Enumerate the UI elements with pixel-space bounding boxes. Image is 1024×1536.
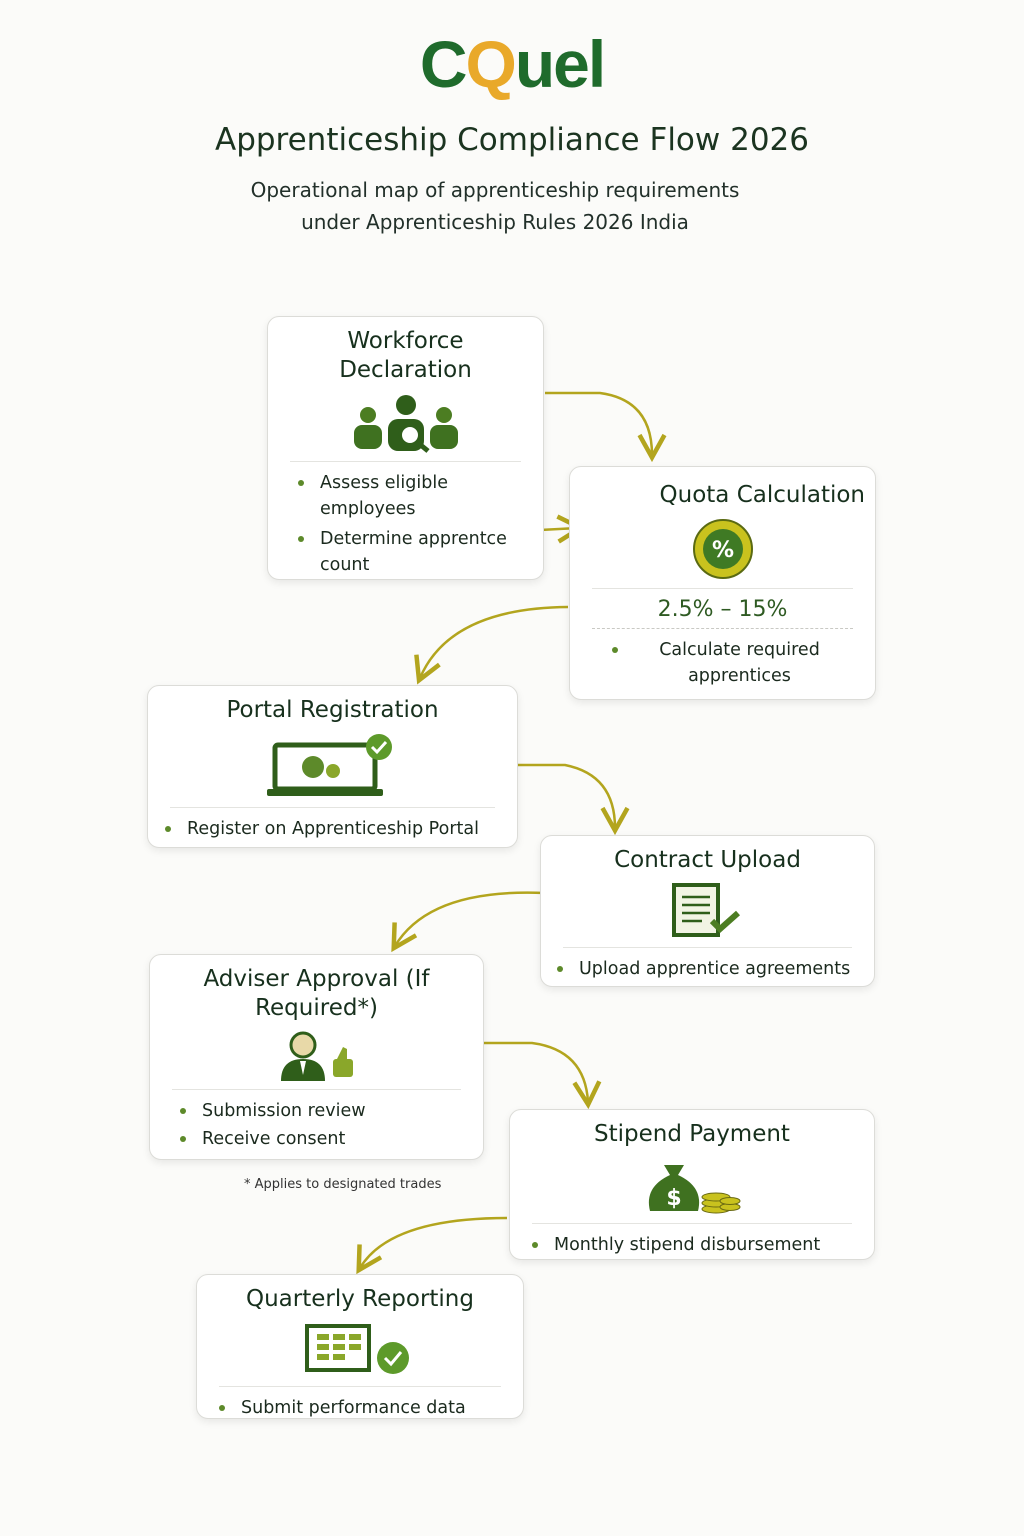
bullet: Submit performance data [207,1395,513,1421]
bullet: Determine apprentce count [286,526,525,578]
step-title: Workforce Declaration [339,328,472,383]
arrow-4-5 [391,891,546,953]
logo-rest: uel [514,27,606,101]
step-adviser-approval: Adviser Approval (If Required*) Submissi… [149,954,484,1160]
step-stipend-payment: Stipend Payment $ Monthly stipend disbur… [509,1109,875,1260]
footnote: * Applies to designated trades [244,1177,442,1192]
bullet: Assess eligible employees [286,470,525,522]
bullet: Calculate required apprentices [600,637,845,689]
logo-c: C [419,27,468,101]
bullet: Register on Apprenticeship Portal [153,816,517,842]
svg-text:$: $ [666,1186,681,1211]
step-title: Stipend Payment [594,1121,790,1147]
bullet: Receive consent [168,1126,465,1152]
step-title: Contract Upload [614,847,801,873]
arrow-5-6 [470,1041,602,1110]
laptop-gear-check-icon [266,734,392,796]
arrow-3-4 [492,763,630,836]
arrow-2-3 [414,605,569,685]
logo-q: Q [465,27,516,101]
team-search-icon [353,395,458,453]
step-workforce-declaration: Workforce Declaration Assess eligible em… [267,316,544,580]
report-check-icon [305,1324,409,1374]
quota-range: 2.5% – 15% [657,597,788,622]
step-title: Quarterly Reporting [246,1286,474,1312]
subtitle-line-2: under Apprenticeship Rules 2026 India [301,210,689,234]
percent-badge-icon: % [692,519,753,579]
step-portal-registration: Portal Registration Register on Apprenti… [147,685,518,848]
svg-text:%: % [711,538,733,563]
step-quota-calculation: Quota Calculation % 2.5% – 15% Calculate… [569,466,876,700]
bullet: Monthly stipend disbursement [520,1232,864,1258]
step-quarterly-reporting: Quarterly Reporting Submit performance d… [196,1274,524,1419]
document-check-icon [671,883,740,937]
step-title: Adviser Approval (If Required*) [203,966,430,1021]
page-subtitle: Operational map of apprenticeship requir… [180,174,810,238]
subtitle-line-1: Operational map of apprenticeship requir… [250,178,740,202]
arrow-6-7 [356,1216,508,1275]
page-title: Apprenticeship Compliance Flow 2026 [214,122,809,158]
step-contract-upload: Contract Upload Upload apprentice agreem… [540,835,875,987]
bullet: Upload apprentice agreements [545,956,874,982]
step-title: Quota Calculation [659,482,865,508]
cquel-logo: CQuel [0,26,1024,102]
bullet: Submission review [168,1098,465,1124]
money-bag-icon: $ [648,1165,741,1214]
step-title: Portal Registration [226,697,439,723]
arrow-1-2 [545,391,667,463]
adviser-thumbs-up-icon [280,1031,353,1081]
